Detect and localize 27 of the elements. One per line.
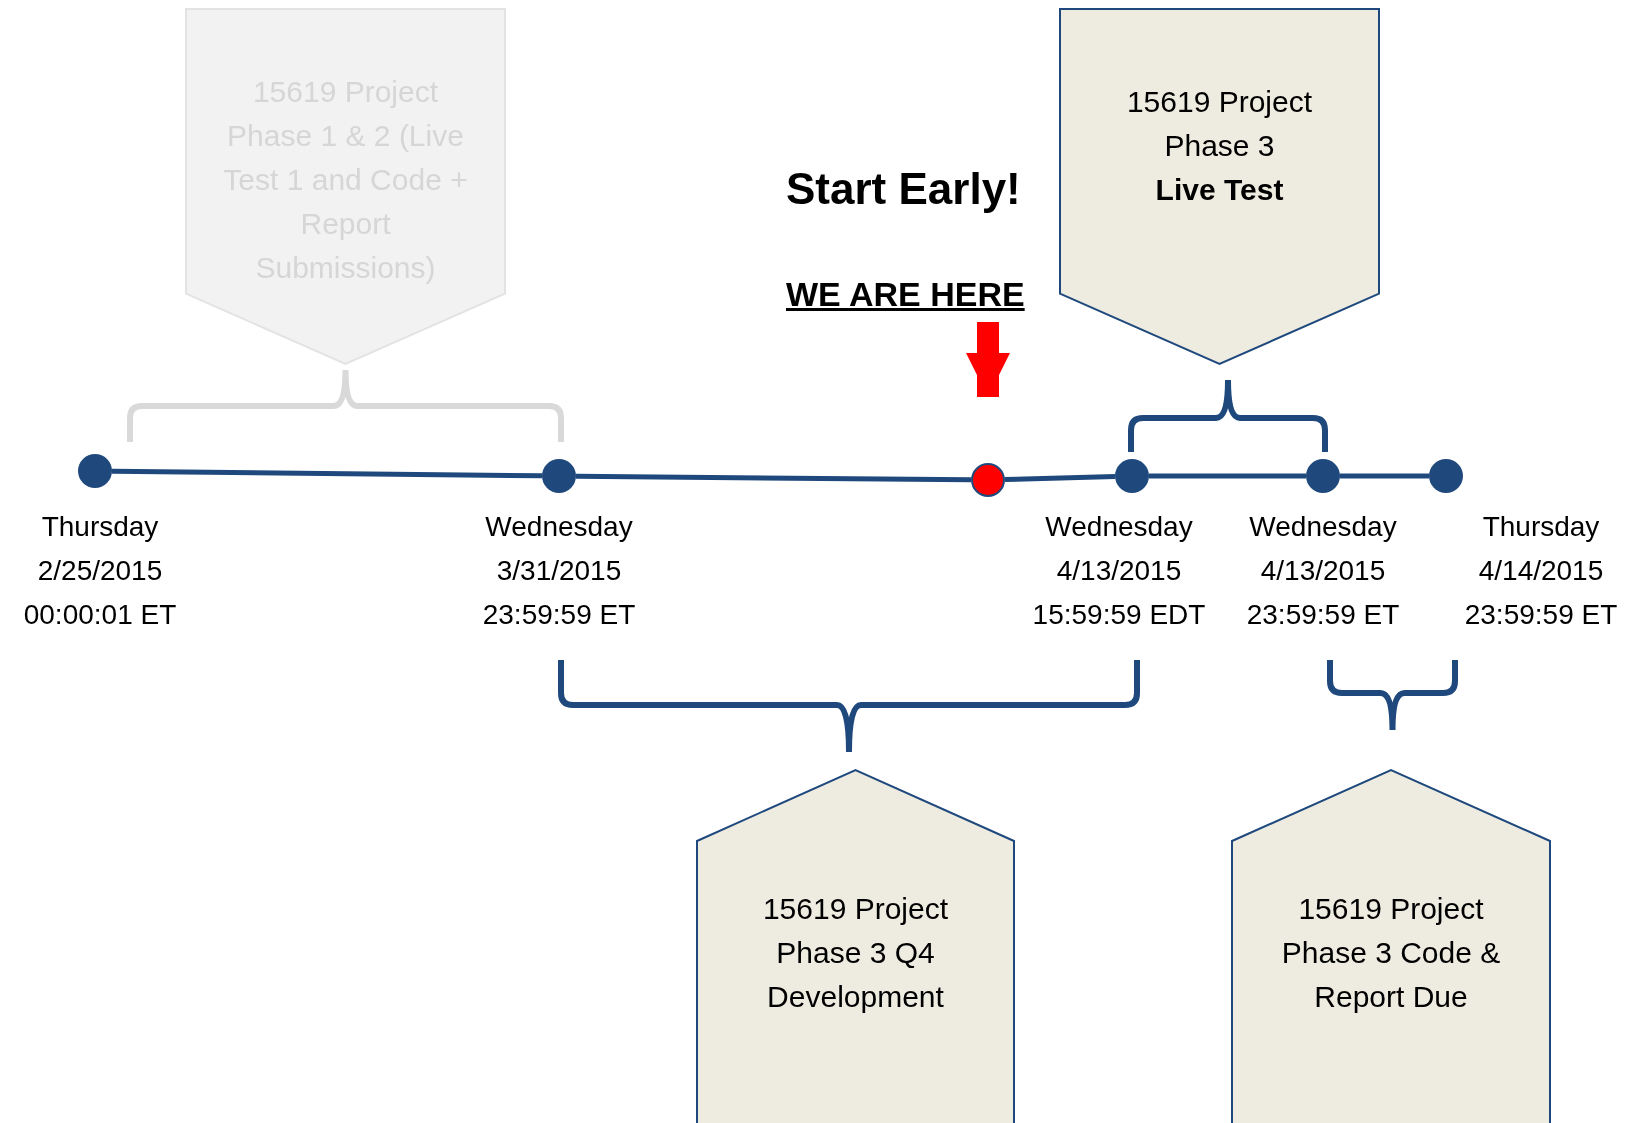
timeline-dot: [1429, 459, 1463, 493]
date-label: Wednesday 4/13/2015 15:59:59 EDT: [1031, 510, 1207, 632]
date-label: Wednesday 4/13/2015 23:59:59 ET: [1245, 510, 1401, 632]
timeline-line: [1004, 473, 1116, 483]
date-label: Thursday 2/25/2015 00:00:01 ET: [22, 510, 178, 632]
callout-pentagon: [1059, 8, 1380, 365]
timeline-dot: [1306, 459, 1340, 493]
timeline-dot: [78, 454, 112, 488]
timeline-line: [575, 473, 972, 483]
timeline-line: [111, 468, 543, 479]
date-label: Thursday 4/14/2015 23:59:59 ET: [1463, 510, 1619, 632]
callout-text: 15619 Project Phase 3 Q4 Development: [761, 891, 950, 1015]
slogan-text: Start Early!: [786, 164, 1021, 214]
date-label: Wednesday 3/31/2015 23:59:59 ET: [481, 510, 637, 632]
timeline-line: [1340, 473, 1429, 479]
marker-text: WE ARE HERE: [786, 272, 1048, 316]
timeline-line: [1149, 473, 1306, 479]
callout-pentagon: [1231, 769, 1551, 1123]
callout-pentagon: [696, 769, 1015, 1123]
callout-text: 15619 Project Phase 3: [1125, 84, 1314, 164]
timeline-dot: [542, 459, 576, 493]
callout-text: Live Test: [1154, 172, 1285, 208]
pointer-arrow: [966, 322, 1010, 397]
timeline-dot: [1115, 459, 1149, 493]
current-position-dot: [971, 463, 1005, 497]
callout-text: 15619 Project Phase 3 Code & Report Due: [1280, 891, 1502, 1015]
callout-pentagon: [185, 8, 506, 365]
